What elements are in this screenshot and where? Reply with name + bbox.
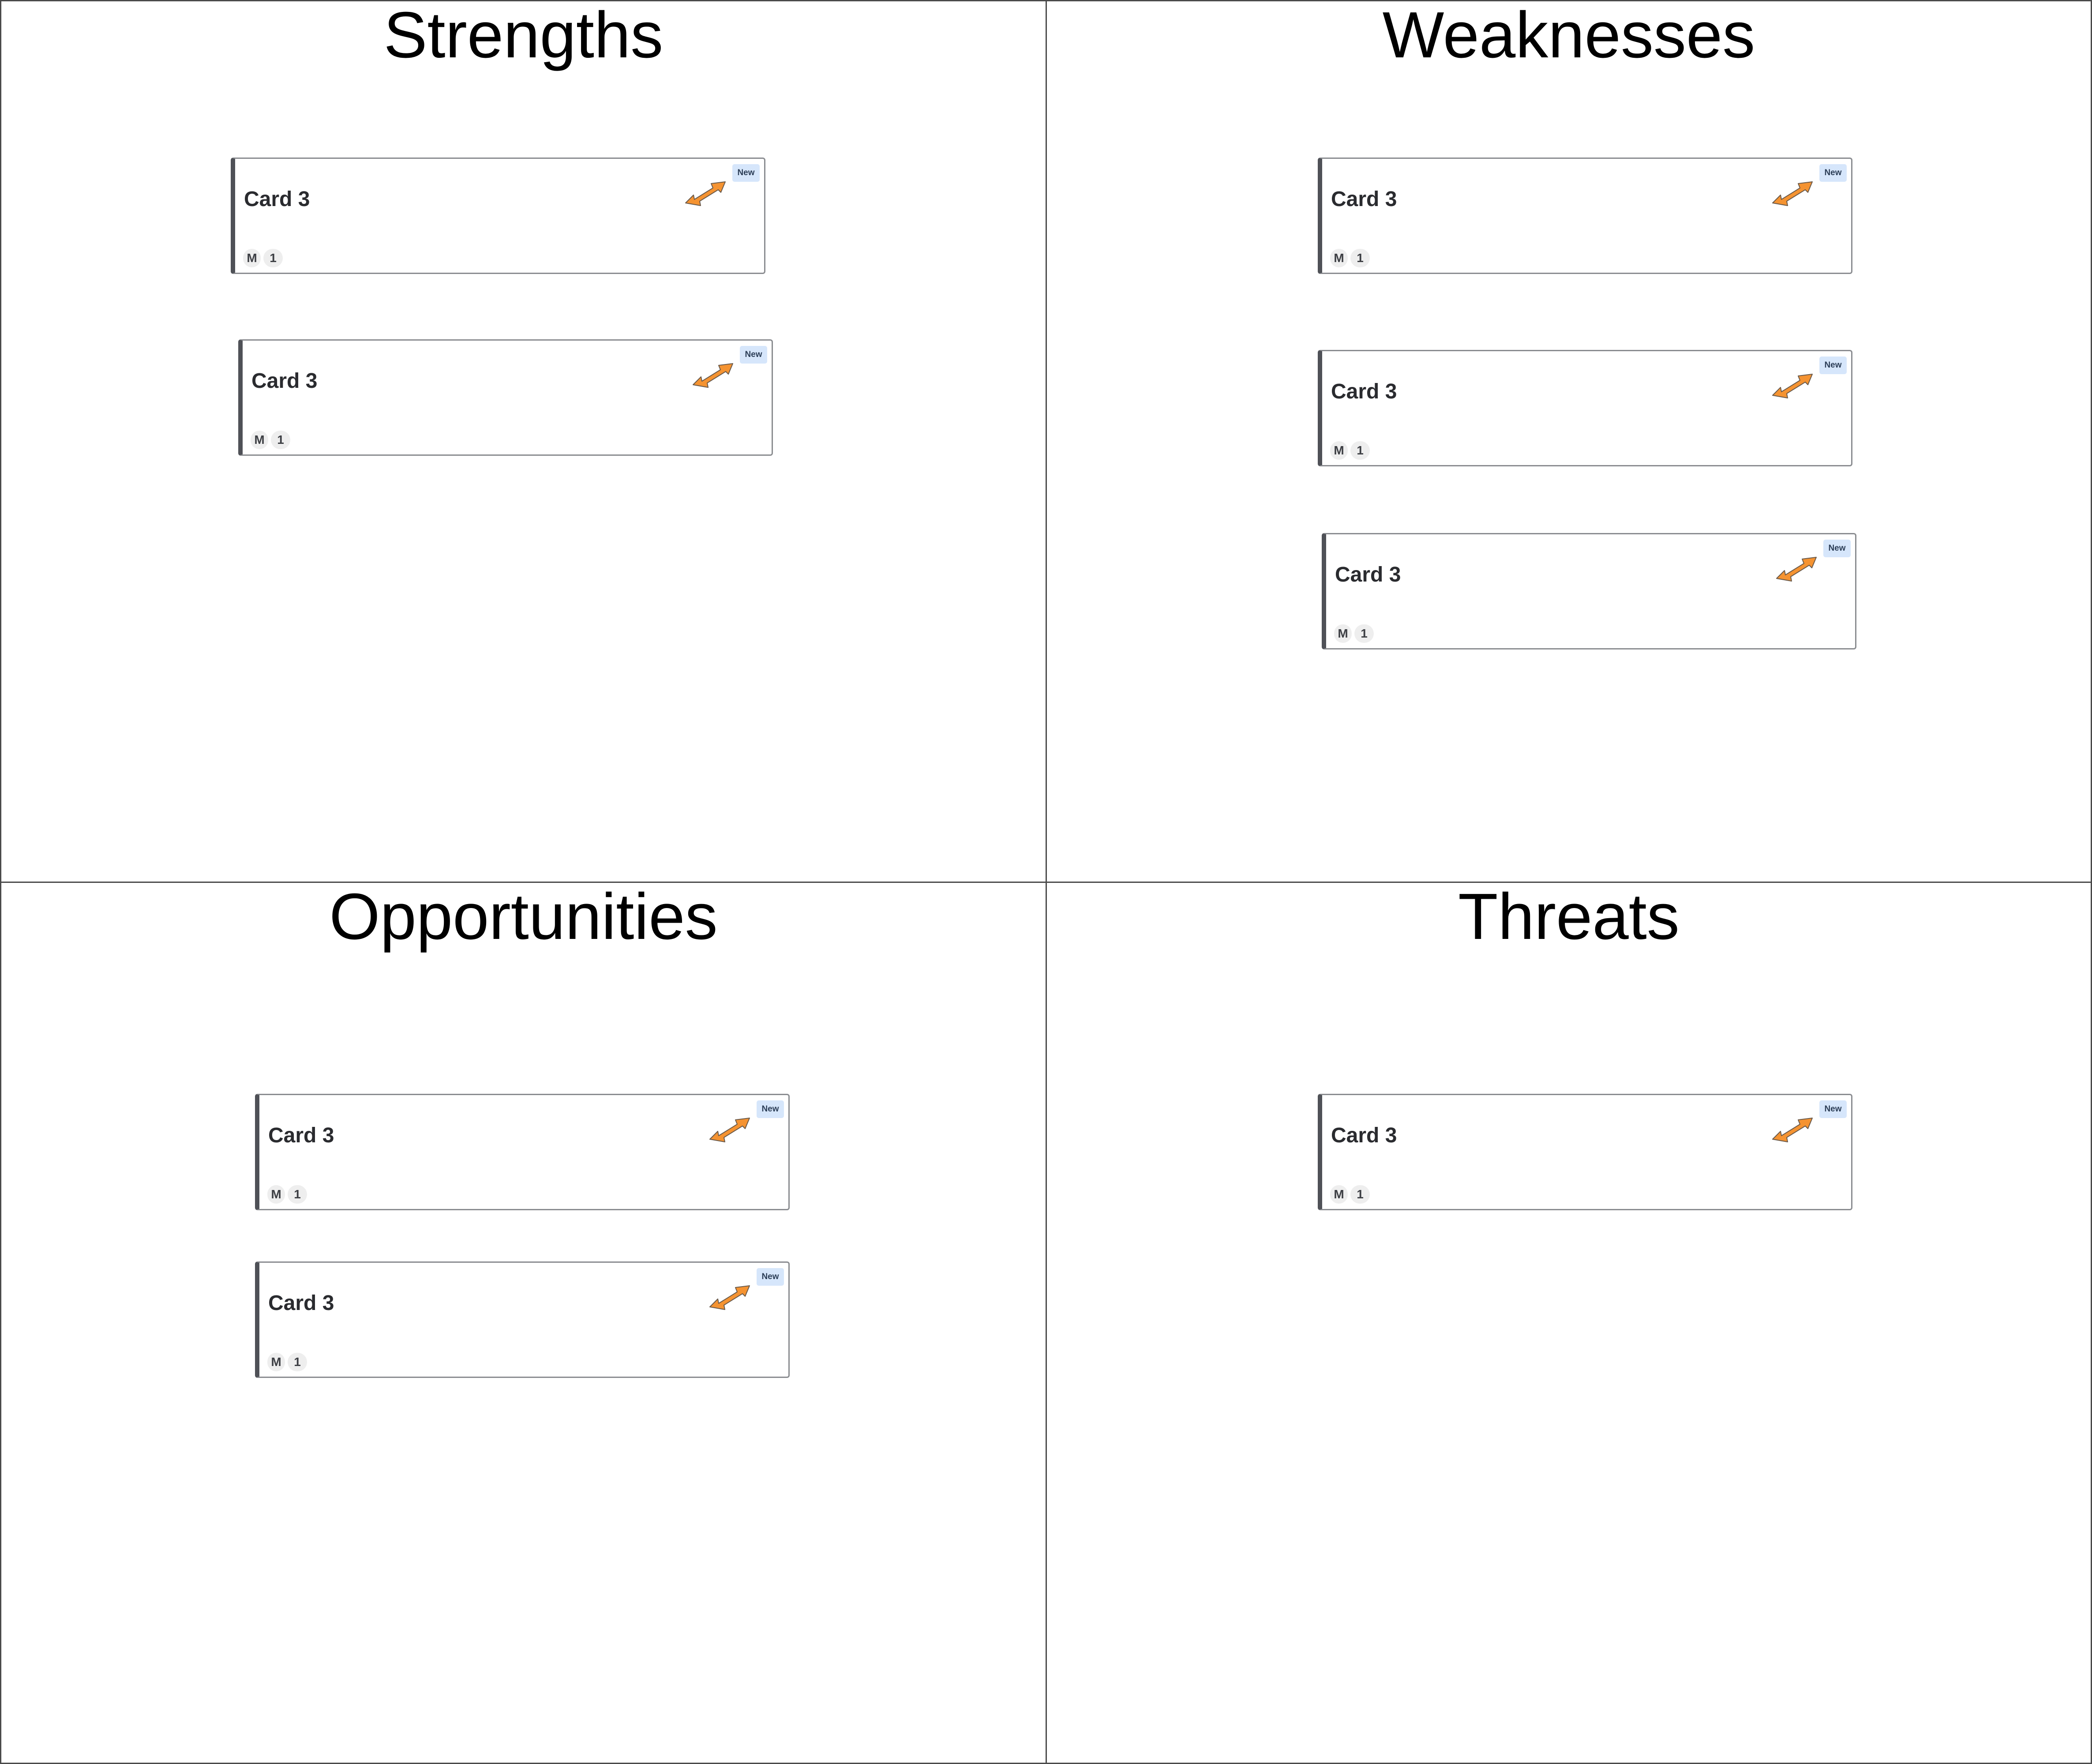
card-footer: M 1 bbox=[1330, 249, 1370, 267]
size-chip: M bbox=[251, 431, 268, 449]
size-chip: M bbox=[1330, 441, 1348, 460]
double-arrow-icon[interactable] bbox=[708, 1279, 752, 1314]
card-title: Card 3 bbox=[1331, 1124, 1397, 1147]
new-badge: New bbox=[740, 346, 767, 364]
card-title: Card 3 bbox=[1335, 563, 1401, 586]
new-badge: New bbox=[1823, 540, 1851, 557]
card[interactable]: Card 3 New M 1 bbox=[1318, 1094, 1852, 1210]
card-footer: M 1 bbox=[251, 431, 290, 449]
double-arrow-icon[interactable] bbox=[1775, 550, 1819, 585]
card[interactable]: Card 3 New M 1 bbox=[1322, 533, 1856, 649]
card[interactable]: Card 3 New M 1 bbox=[255, 1094, 790, 1210]
size-chip: M bbox=[1334, 624, 1352, 643]
card-footer: M 1 bbox=[1334, 624, 1374, 643]
card-footer: M 1 bbox=[267, 1185, 307, 1204]
card-footer: M 1 bbox=[267, 1353, 307, 1371]
count-chip: 1 bbox=[271, 431, 290, 449]
card-title: Card 3 bbox=[268, 1124, 334, 1147]
card[interactable]: Card 3 New M 1 bbox=[231, 158, 765, 274]
card[interactable]: Card 3 New M 1 bbox=[1318, 158, 1852, 274]
card[interactable]: Card 3 New M 1 bbox=[255, 1261, 790, 1378]
quadrant-weaknesses: Weaknesses Card 3 New M 1 Card 3 New M 1… bbox=[1046, 0, 2092, 883]
count-chip: 1 bbox=[1350, 249, 1370, 267]
count-chip: 1 bbox=[1354, 624, 1374, 643]
quadrant-title: Strengths bbox=[383, 0, 664, 71]
quadrant-strengths: Strengths Card 3 New M 1 Card 3 New M 1 bbox=[0, 0, 1047, 883]
count-chip: 1 bbox=[288, 1353, 307, 1371]
card[interactable]: Card 3 New M 1 bbox=[1318, 350, 1852, 466]
card-title: Card 3 bbox=[244, 188, 310, 211]
size-chip: M bbox=[267, 1185, 285, 1204]
card-footer: M 1 bbox=[243, 249, 283, 267]
count-chip: 1 bbox=[1350, 441, 1370, 460]
double-arrow-icon[interactable] bbox=[1771, 1111, 1815, 1146]
new-badge: New bbox=[757, 1100, 784, 1118]
double-arrow-icon[interactable] bbox=[1771, 175, 1815, 210]
count-chip: 1 bbox=[263, 249, 283, 267]
double-arrow-icon[interactable] bbox=[708, 1111, 752, 1146]
size-chip: M bbox=[1330, 1185, 1348, 1204]
new-badge: New bbox=[1819, 357, 1847, 374]
card-footer: M 1 bbox=[1330, 441, 1370, 460]
count-chip: 1 bbox=[1350, 1185, 1370, 1204]
double-arrow-icon[interactable] bbox=[1771, 367, 1815, 402]
size-chip: M bbox=[267, 1353, 285, 1371]
card-title: Card 3 bbox=[1331, 188, 1397, 211]
card-title: Card 3 bbox=[251, 369, 318, 393]
count-chip: 1 bbox=[288, 1185, 307, 1204]
new-badge: New bbox=[757, 1268, 784, 1286]
size-chip: M bbox=[1330, 249, 1348, 267]
new-badge: New bbox=[1819, 164, 1847, 182]
quadrant-title: Threats bbox=[1458, 882, 1680, 953]
quadrant-threats: Threats Card 3 New M 1 bbox=[1046, 882, 2092, 1764]
new-badge: New bbox=[1819, 1100, 1847, 1118]
card-footer: M 1 bbox=[1330, 1185, 1370, 1204]
double-arrow-icon[interactable] bbox=[684, 175, 728, 210]
card-title: Card 3 bbox=[1331, 380, 1397, 403]
card[interactable]: Card 3 New M 1 bbox=[238, 339, 773, 456]
card-title: Card 3 bbox=[268, 1291, 334, 1315]
size-chip: M bbox=[243, 249, 261, 267]
quadrant-title: Weaknesses bbox=[1382, 0, 1755, 71]
double-arrow-icon[interactable] bbox=[691, 357, 735, 392]
quadrant-opportunities: Opportunities Card 3 New M 1 Card 3 New … bbox=[0, 882, 1047, 1764]
quadrant-title: Opportunities bbox=[329, 882, 718, 953]
new-badge: New bbox=[732, 164, 760, 182]
